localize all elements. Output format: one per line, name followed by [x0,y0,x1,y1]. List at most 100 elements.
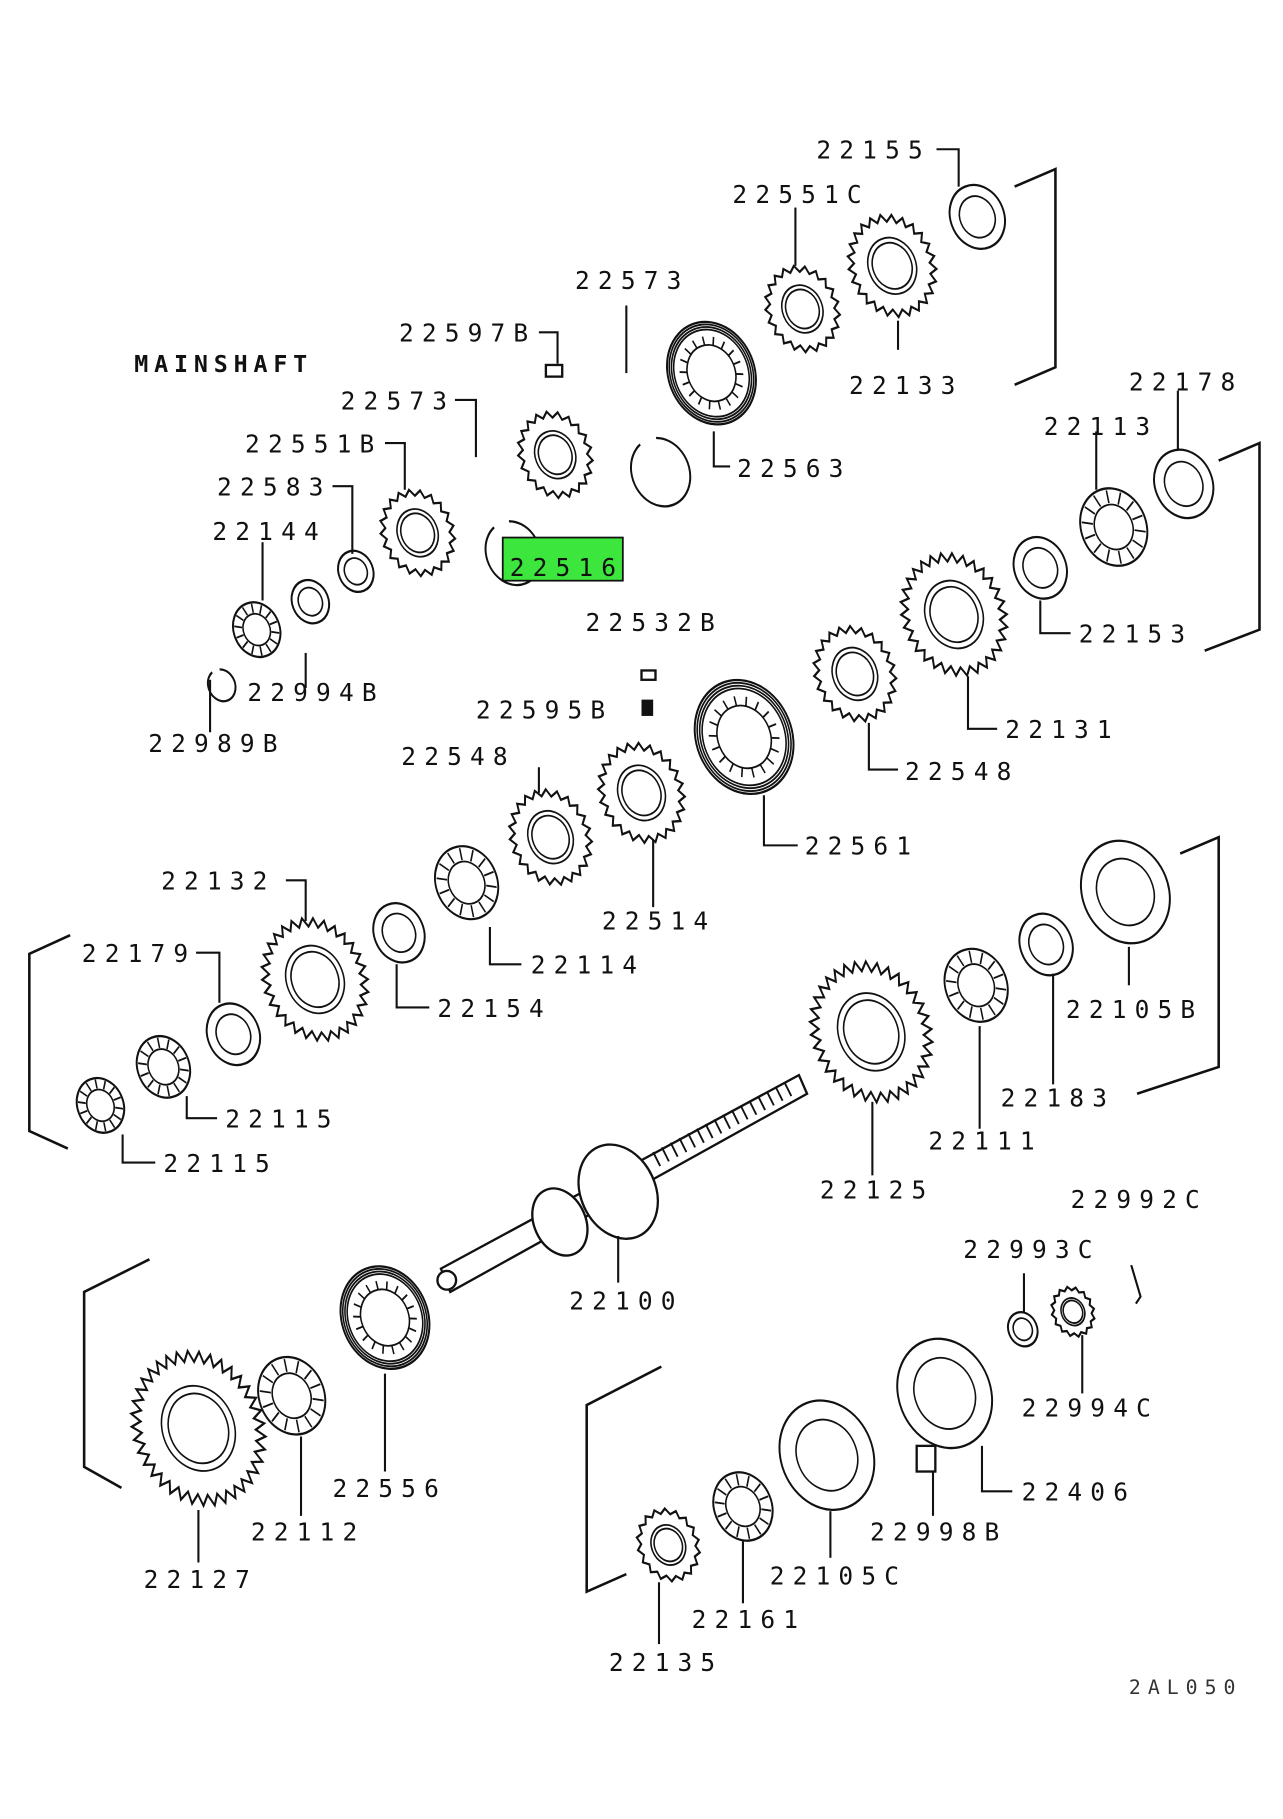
figure-code: 2AL050 [1129,1676,1243,1699]
bolt-22998b[interactable] [915,1444,937,1473]
part-label-22161[interactable]: 22161 [692,1605,806,1634]
sleeve-22561[interactable] [678,665,810,809]
bearing-22115-b[interactable] [69,1071,133,1140]
part-label-22583[interactable]: 22583 [217,473,331,502]
part-label-22563[interactable]: 22563 [737,454,851,483]
part-label-22179[interactable]: 22179 [82,939,196,968]
bearing-22105b[interactable] [1066,827,1185,957]
part-label-22989B[interactable]: 22989B [148,729,285,758]
part-label-22993C[interactable]: 22993C [963,1235,1100,1264]
bushing-22154[interactable] [365,895,434,970]
leader-line [966,676,998,730]
gear-22127[interactable] [108,1331,288,1526]
part-label-22100[interactable]: 22100 [569,1286,683,1315]
sync-ring-22548-b[interactable] [495,777,606,898]
highlight-box [501,536,624,582]
leader-line [332,485,354,554]
pin-22992c[interactable] [1130,1264,1142,1305]
sleeve-22563[interactable] [652,308,771,438]
leader-line [454,398,477,458]
part-label-22125[interactable]: 22125 [820,1176,934,1205]
part-label-22135[interactable]: 22135 [609,1648,723,1677]
bearing-22112[interactable] [247,1347,337,1445]
part-label-22131[interactable]: 22131 [1005,715,1119,744]
leader-line [384,442,406,490]
part-label-22132[interactable]: 22132 [161,867,275,896]
part-label-22998B[interactable]: 22998B [870,1517,1007,1546]
bushing-22155[interactable] [940,177,1014,258]
part-label-22573[interactable]: 22573 [575,266,689,295]
washer-22178[interactable] [1144,441,1223,527]
part-label-22178[interactable]: 22178 [1129,368,1243,397]
sync-ring-22551c[interactable] [752,255,852,364]
part-label-22105B[interactable]: 22105B [1066,995,1203,1024]
part-label-22154[interactable]: 22154 [437,994,551,1023]
bearing-22115-a[interactable] [128,1028,199,1106]
gear-22132[interactable] [244,902,386,1057]
part-label-22105C[interactable]: 22105C [770,1562,907,1591]
part-label-22551B[interactable]: 22551B [245,429,382,458]
part-label-22144[interactable]: 22144 [212,517,326,546]
part-label-22183[interactable]: 22183 [1001,1084,1115,1113]
part-label-22994B[interactable]: 22994B [247,678,384,707]
bearing-22111[interactable] [934,939,1019,1031]
bearing-22144[interactable] [225,595,289,664]
bearing-22105c[interactable] [763,1386,890,1524]
part-label-22114[interactable]: 22114 [531,951,645,980]
part-label-22573[interactable]: 22573 [341,386,455,415]
washer-22179[interactable] [198,995,269,1073]
part-label-22127[interactable]: 22127 [144,1565,258,1594]
part-label-22112[interactable]: 22112 [251,1517,365,1546]
part-label-22595B[interactable]: 22595B [476,695,613,724]
bushing-22153[interactable] [1005,529,1076,607]
hub-22514[interactable] [584,730,699,856]
part-label-22113[interactable]: 22113 [1044,412,1158,441]
gear-22135[interactable] [626,1499,710,1591]
gear-22125[interactable] [789,943,953,1121]
part-label-22406[interactable]: 22406 [1022,1478,1136,1507]
brackets [28,167,1261,1594]
hub-22516[interactable] [505,400,605,509]
part-label-22556[interactable]: 22556 [333,1474,447,1503]
part-label-22532B[interactable]: 22532B [586,608,723,637]
bearing-22114[interactable] [424,837,509,929]
nut-22994b[interactable] [285,574,335,629]
part-label-22597B[interactable]: 22597B [399,319,536,348]
part-label-22992C[interactable]: 22992C [1071,1185,1208,1214]
part-label-22994C[interactable]: 22994C [1022,1394,1159,1423]
key-22532b[interactable] [640,669,657,681]
sync-ring-22548-a[interactable] [799,614,910,735]
part-label-22133[interactable]: 22133 [849,371,963,400]
key-22597b[interactable] [544,363,564,378]
part-label-22516[interactable]: 22516 [510,553,624,582]
mainshaft-22100[interactable] [436,1073,809,1294]
snap-ring-22573-b[interactable] [477,514,551,593]
leader-line [395,964,430,1009]
flange-22406[interactable] [881,1324,1008,1462]
part-label-22548[interactable]: 22548 [905,757,1019,786]
gear-22131[interactable] [883,537,1025,692]
part-label-22153[interactable]: 22153 [1079,619,1193,648]
part-label-22561[interactable]: 22561 [805,832,919,861]
washer-22583[interactable] [332,545,380,597]
part-label-22111[interactable]: 22111 [928,1127,1042,1156]
snap-ring-22573-a[interactable] [622,431,701,516]
leader-line [538,331,559,364]
gear-22133[interactable] [833,201,952,330]
bearing-22113[interactable] [1069,478,1159,576]
bearing-22161[interactable] [703,1463,782,1549]
o-ring-22993c[interactable] [1003,1308,1043,1351]
part-label-22551C[interactable]: 22551C [732,180,869,209]
part-label-22115[interactable]: 22115 [225,1105,339,1134]
leader-line [196,951,221,1003]
washer-22183[interactable] [1010,906,1081,984]
snap-ring-22989b[interactable] [203,666,240,706]
nut-22994c[interactable] [1044,1281,1101,1343]
part-label-22115[interactable]: 22115 [163,1149,277,1178]
sleeve-22556[interactable] [325,1253,444,1383]
part-label-22548[interactable]: 22548 [401,742,515,771]
part-label-22155[interactable]: 22155 [816,136,930,165]
spring-22595b[interactable] [641,699,654,716]
part-label-22514[interactable]: 22514 [602,906,716,935]
sync-ring-22551b[interactable] [367,478,467,587]
